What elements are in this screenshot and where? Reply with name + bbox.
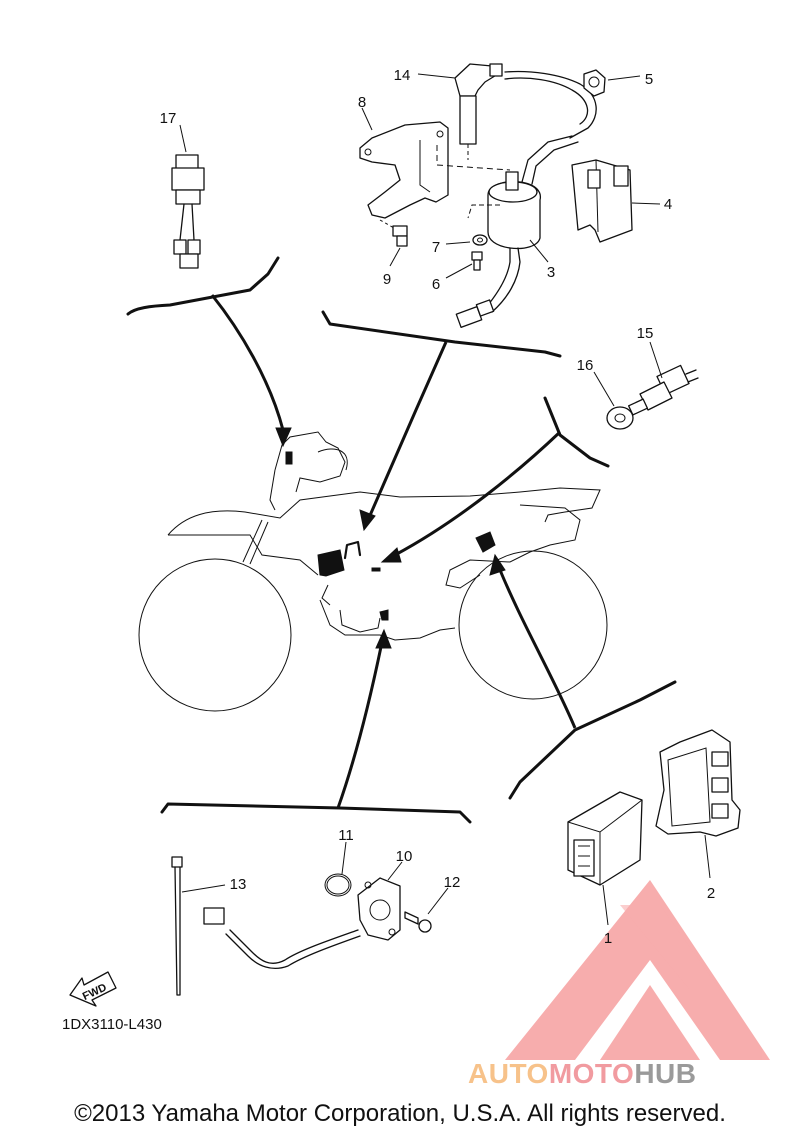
callout-9: 9 [383,271,391,288]
switch-connector-icon [171,154,205,269]
bolt-9-icon [379,219,408,247]
callout-3: 3 [547,264,555,281]
callout-5: 5 [645,71,653,88]
bracket-17 [126,256,292,448]
bracket-bottom [160,628,472,824]
plug-boot-icon [583,69,606,97]
ecu-icon [567,791,643,886]
diagram-code: 1DX3110-L430 [62,1016,162,1033]
coil-cover-icon [571,159,633,243]
washer-7-icon [472,234,488,246]
ecu-holder-icon [655,729,741,837]
bracket-right [380,396,610,563]
bracket-top [321,310,562,532]
bracket-icon [359,121,511,219]
watermark-text: AUTOMOTOHUB [468,1058,696,1090]
cable-tie-icon [171,856,183,996]
watermark-hub: HUB [634,1058,697,1089]
callout-15: 15 [637,325,654,342]
callout-16: 16 [577,357,594,374]
callout-4: 4 [664,196,672,213]
callout-11: 11 [338,827,354,844]
callout-2: 2 [707,885,715,902]
speed-sensor-icon [203,877,401,970]
spark-plug-cap-icon [454,63,503,160]
callout-10: 10 [396,848,413,865]
sensor-icon [627,364,699,416]
bracket-bottom-right [489,553,677,800]
callout-6: 6 [432,276,440,293]
bolt-6-icon [471,251,483,271]
o-ring-icon [324,873,352,897]
callout-1: 1 [604,930,612,947]
ignition-coil-icon [455,135,579,328]
watermark-auto: AUTO [468,1058,549,1089]
fwd-arrow-icon: FWD [69,971,117,1007]
callout-14: 14 [394,67,411,84]
motorcycle-outline [138,431,608,712]
callout-7: 7 [432,239,440,256]
callout-12: 12 [444,874,461,891]
callout-13: 13 [230,876,247,893]
callout-17: 17 [160,110,177,127]
bolt-12-icon [404,911,432,933]
watermark-logo-icon [505,880,770,1060]
copyright-notice: ©2013 Yamaha Motor Corporation, U.S.A. A… [74,1100,726,1127]
washer-16-icon [606,406,634,430]
watermark-moto: MOTO [548,1058,635,1089]
callout-8: 8 [358,94,366,111]
